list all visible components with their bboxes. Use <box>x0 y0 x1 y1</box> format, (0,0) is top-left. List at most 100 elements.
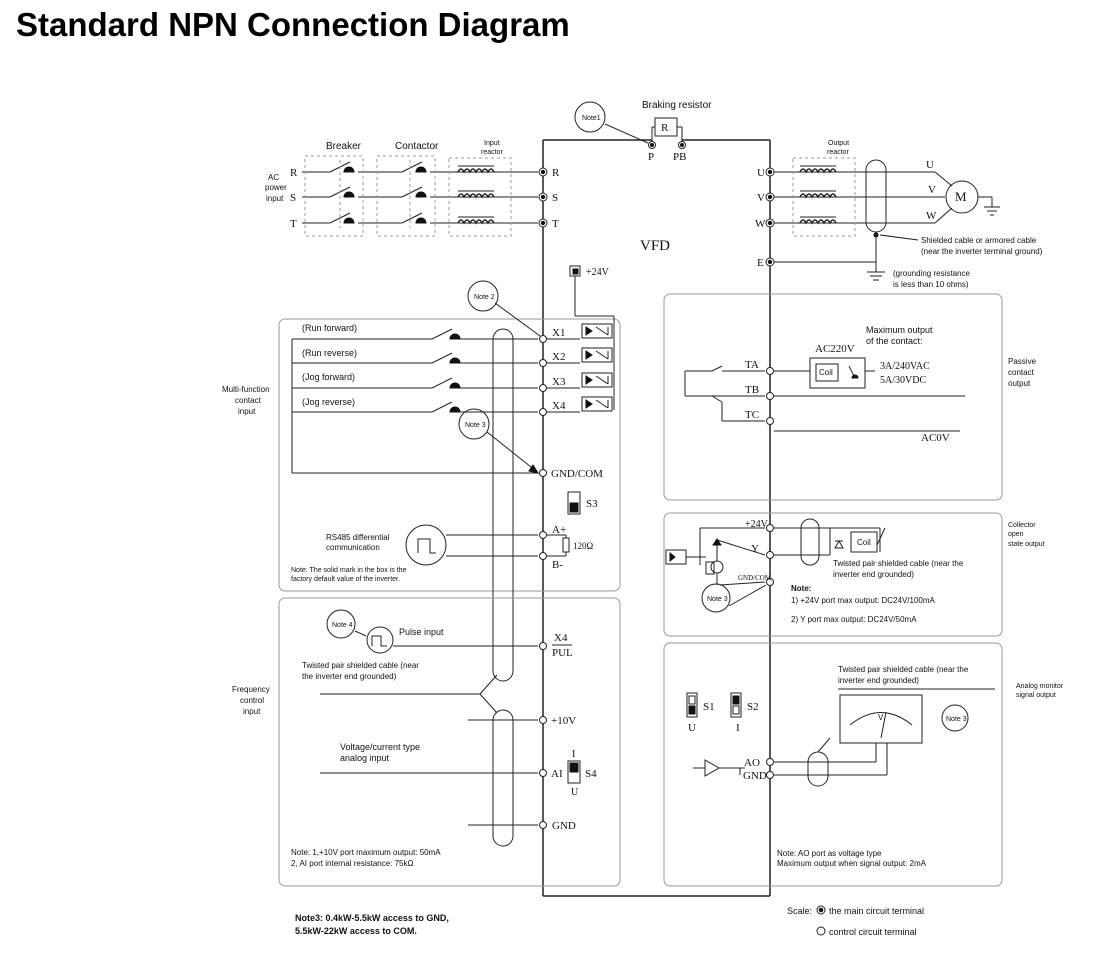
frequency-control-group: Note 4 Pulse input Twisted pair shielded… <box>232 609 597 868</box>
shield-note-1: Shielded cable or armored cable <box>921 236 1037 245</box>
input-s-label: S <box>290 192 296 204</box>
note3-balloon <box>458 408 490 440</box>
scale-label: Scale: <box>787 906 812 916</box>
s2-label: S2 <box>747 701 759 713</box>
s3-label: S3 <box>586 498 598 510</box>
run-reverse-label: (Run reverse) <box>302 348 357 358</box>
terminal-gnd-label: GND <box>552 820 576 832</box>
analog-meter <box>839 694 923 744</box>
note4-balloon <box>326 609 356 639</box>
s1-u-label: U <box>688 722 696 734</box>
s1-label: S1 <box>703 701 715 713</box>
coll-note-1: 1) +24V port max output: DC24V/100mA <box>791 596 936 605</box>
terminal-a-label: A+ <box>552 524 566 536</box>
input-reactor-label-1: Input <box>484 140 500 147</box>
digital-input-group: +24V Note 2 (Run forward) (Run reverse) … <box>222 265 615 682</box>
ana-note3-label: Note 3 <box>946 716 967 723</box>
input-t-label: T <box>290 218 297 230</box>
terminal-ana-gnd-label: GND <box>743 770 767 782</box>
output-shield <box>865 159 887 233</box>
motor-w-label: W <box>926 210 937 222</box>
r120-label: 120Ω <box>573 541 594 551</box>
collector-output-group: +24V Y GND/COM Note 3 Coil Twisted pair … <box>665 518 1045 624</box>
terminal-u-label: U <box>757 167 765 179</box>
multi-function-label-1: Multi-function <box>222 385 270 394</box>
multi-function-label-2: contact <box>235 396 262 405</box>
freq-control-label-2: control <box>240 696 264 705</box>
s2-i-label: I <box>736 722 740 734</box>
note2-balloon <box>467 280 499 312</box>
terminal-b-label: B- <box>552 559 563 571</box>
rs485-label-2: communication <box>326 543 380 552</box>
vfd-label: VFD <box>640 238 670 254</box>
coll-twisted-1: Twisted pair shielded cable (near the <box>833 559 964 568</box>
coll-side-2: open <box>1008 531 1024 538</box>
relay-output-box <box>663 293 1003 501</box>
ana-twisted-1: Twisted pair shielded cable (near the <box>838 665 969 674</box>
terminal-pb-label: PB <box>673 151 686 163</box>
ac-label-3: input <box>266 194 284 203</box>
coll-side-3: state output <box>1008 541 1045 548</box>
coll-note3-label: Note 3 <box>707 596 728 603</box>
breaker-label: Breaker <box>326 141 362 152</box>
freq-twisted-2: the inverter end grounded) <box>302 672 397 681</box>
note4-label: Note 4 <box>332 622 353 629</box>
relay-coil-box <box>809 357 866 389</box>
vc-label-2: analog input <box>340 753 390 763</box>
s4-u-label: U <box>571 787 579 798</box>
multi-function-label-3: input <box>238 407 256 416</box>
terminal-10v-label: +10V <box>551 715 576 727</box>
control-terminal-legend-icon <box>816 926 826 936</box>
s4-label: S4 <box>585 768 597 780</box>
terminal-s-label: S <box>552 192 558 204</box>
coll-coil-label: Coil <box>857 538 871 547</box>
coll-24v-label: +24V <box>745 519 769 530</box>
terminal-e-label: E <box>757 257 764 269</box>
rs485-label-1: RS485 differential <box>326 533 390 542</box>
ana-note-1: Note: AO port as voltage type <box>777 849 882 858</box>
grounding-note-1: (grounding resistance <box>893 269 970 278</box>
ana-side-1: Analog monitor <box>1016 683 1064 690</box>
rating-label-1: 3A/240VAC <box>880 361 930 372</box>
motor-label: M <box>955 189 967 204</box>
control-terminal-legend-label: control circuit terminal <box>829 927 917 937</box>
main-terminal-legend-label: the main circuit terminal <box>829 906 924 916</box>
terminal-p-label: P <box>648 151 654 163</box>
grounding-note-2: is less than 10 ohms) <box>893 280 969 289</box>
digital-shield <box>492 328 514 682</box>
coll-note-title: Note: <box>791 584 811 593</box>
max-output-label-1: Maximum output <box>866 325 933 335</box>
terminal-x1-label: X1 <box>552 327 565 339</box>
note1-balloon <box>574 101 606 133</box>
ac-label-2: power <box>265 183 287 192</box>
input-reactor-box <box>448 157 512 237</box>
ana-twisted-2: inverter end grounded) <box>838 676 919 685</box>
terminal-tc-label: TC <box>745 409 759 421</box>
output-reactor-label-2: reactor <box>827 149 849 156</box>
analog-shield <box>492 709 514 847</box>
note3-label: Note 3 <box>465 422 486 429</box>
ana-shield <box>807 751 829 787</box>
freq-note-2: 2, AI port internal resistance: 75kΩ <box>291 859 414 868</box>
freq-control-label-3: input <box>243 707 261 716</box>
terminal-t-label: T <box>552 218 559 230</box>
pulse-input-label: Pulse input <box>399 627 444 637</box>
coll-note3-balloon <box>701 583 731 613</box>
footer-group: Note3: 0.4kW-5.5kW access to GND, 5.5kW-… <box>295 905 924 937</box>
braking-resistor-label: Braking resistor <box>642 100 712 111</box>
analog-monitor-group: Twisted pair shielded cable (near the in… <box>686 665 1064 868</box>
terminal-x4-pul-label: X4 <box>554 632 568 644</box>
terminal-v-label: V <box>757 192 765 204</box>
motor-v-label: V <box>928 184 936 196</box>
meter-v-label: V <box>878 713 884 722</box>
braking-resistor-group: Braking resistor R P PB Note1 <box>574 100 712 163</box>
terminal-ai-label: AI <box>551 768 563 780</box>
terminal-y-label: Y <box>751 543 759 555</box>
terminal-gndcom-label: GND/COM <box>551 468 603 480</box>
coll-gndcom-label: GND/COM <box>738 574 772 582</box>
contactor-box <box>376 155 436 237</box>
coll-side-1: Collector <box>1008 522 1036 529</box>
pulse-symbol <box>366 626 394 654</box>
note2-label: Note 2 <box>474 294 495 301</box>
footer-note3-1: Note3: 0.4kW-5.5kW access to GND, <box>295 913 449 923</box>
